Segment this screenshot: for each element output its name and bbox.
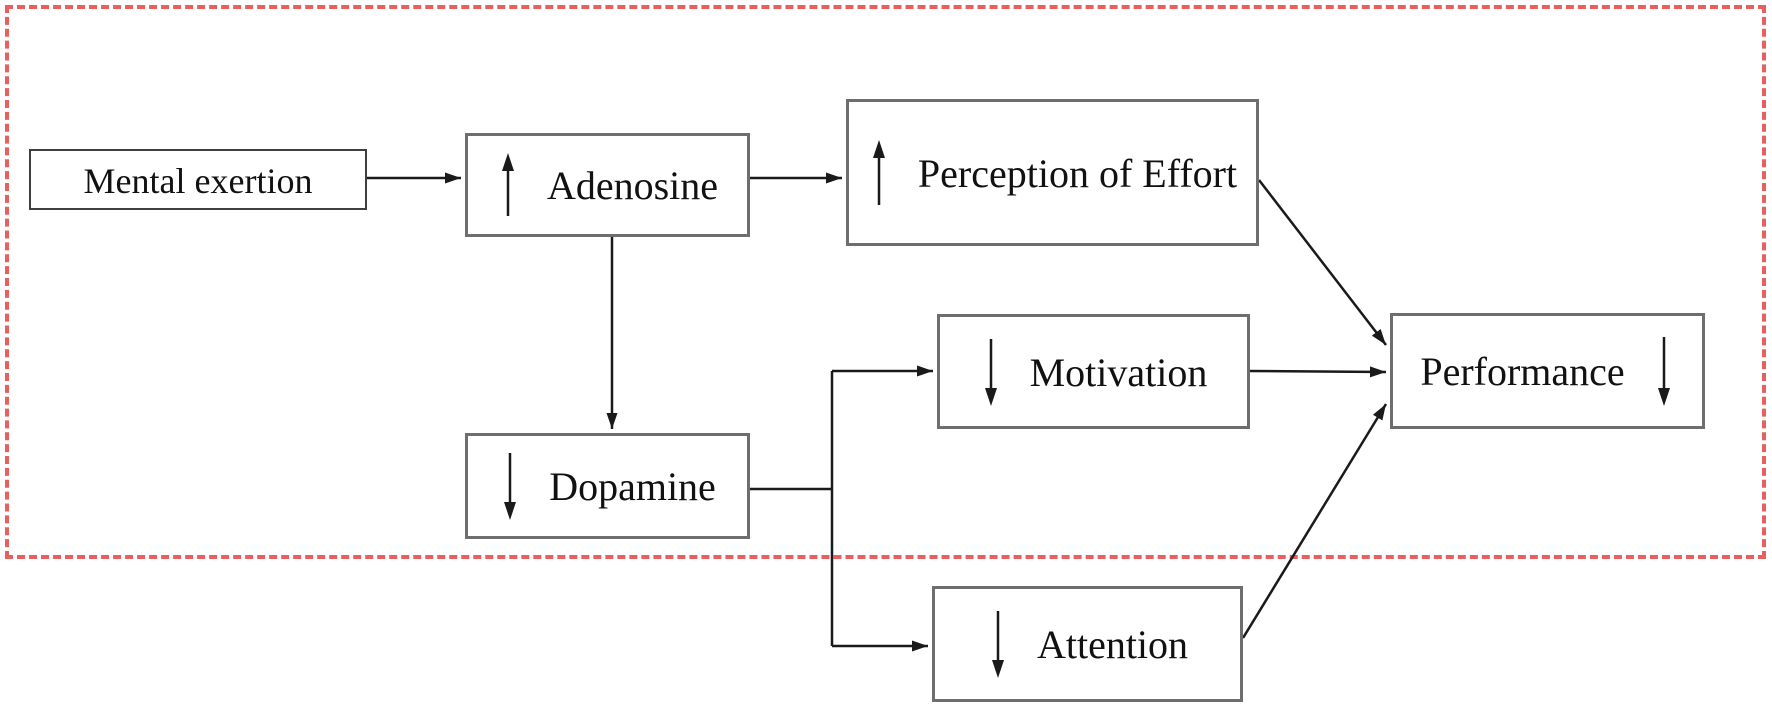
dashed-red-boundary — [5, 5, 1766, 559]
node-label: Adenosine — [546, 163, 719, 208]
decrease-arrow-icon — [984, 338, 997, 406]
node-motivation: Motivation — [937, 314, 1250, 429]
node-mental-exertion: Mental exertion — [29, 149, 367, 210]
node-perception-of-effort: Perception of Effort — [846, 99, 1259, 246]
node-adenosine: Adenosine — [465, 133, 750, 237]
decrease-arrow-icon — [1657, 337, 1670, 406]
increase-arrow-icon — [872, 139, 885, 205]
increase-arrow-icon — [501, 153, 514, 216]
decrease-arrow-icon — [991, 611, 1004, 678]
decrease-arrow-icon — [504, 453, 517, 520]
node-label: Performance — [1420, 349, 1625, 394]
node-label: Perception of Effort — [917, 150, 1238, 196]
node-label: Mental exertion — [83, 160, 313, 201]
node-label: Motivation — [1029, 349, 1208, 395]
node-label: Dopamine — [549, 464, 716, 509]
node-dopamine: Dopamine — [465, 433, 750, 539]
node-attention: Attention — [932, 586, 1243, 702]
node-label: Attention — [1036, 622, 1189, 667]
node-performance: Performance — [1390, 313, 1705, 429]
